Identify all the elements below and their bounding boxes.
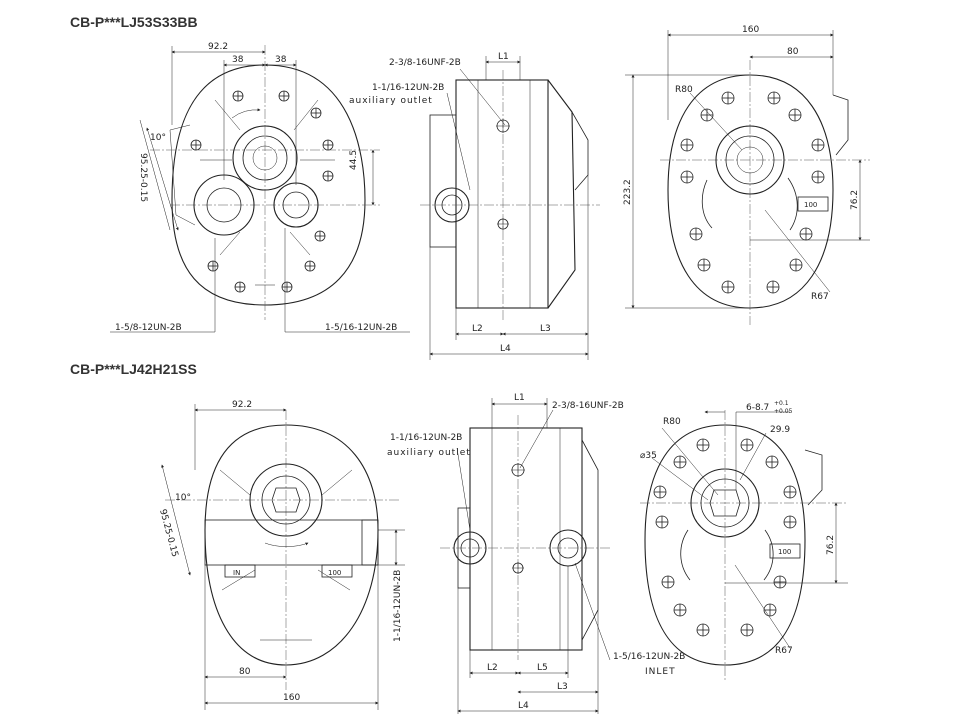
bottom-drawing-title: CB-P***LJ42H21SS	[70, 361, 197, 377]
top-front-port-right: 1-5/16-12UN-2B	[325, 323, 397, 333]
bottom-rear-dim-tol-lo: +0.05	[774, 408, 793, 415]
top-side-aux-port: 1-1/16-12UN-2B	[372, 83, 444, 93]
bottom-side-L3: L3	[557, 682, 568, 692]
bottom-front-view: IN 100 92.2 10° 95.25-0.15 1-1/16-12UN-2…	[157, 400, 405, 710]
bottom-side-L5: L5	[537, 663, 548, 673]
top-rear-dim-160: 160	[742, 25, 759, 35]
top-front-dim-95-25: 95.25-0.15	[138, 153, 148, 202]
bottom-rear-dim-29-9: 29.9	[770, 425, 790, 435]
bottom-side-aux-label: auxiliary outlet	[387, 448, 471, 458]
bottom-side-inlet-label: INLET	[645, 667, 676, 677]
bottom-side-port-top: 2-3/8-16UNF-2B	[552, 401, 624, 411]
bottom-side-L1: L1	[514, 393, 525, 403]
top-front-dim-38-left: 38	[232, 55, 244, 65]
top-side-L4: L4	[500, 344, 511, 354]
bottom-rear-dim-R67: R67	[775, 646, 793, 656]
bottom-side-L2: L2	[487, 663, 498, 673]
bottom-front-dim-95-25: 95.25-0.15	[157, 508, 179, 558]
bottom-front-dim-10deg: 10°	[175, 493, 191, 503]
top-side-aux-label: auxiliary outlet	[349, 96, 433, 106]
top-front-view: 92.2 38 38 10° 95.25-0.15 44.5 1-5/8-12U…	[110, 42, 410, 333]
bottom-front-dim-160: 160	[283, 693, 300, 703]
top-side-L3: L3	[540, 324, 551, 334]
top-rear-dim-223-2: 223.2	[623, 179, 633, 205]
bottom-rear-dim-tol-up: +0.1	[774, 400, 789, 407]
bottom-rear-dim-76-2: 76.2	[826, 535, 836, 555]
top-rear-dim-R80: R80	[675, 85, 693, 95]
bottom-front-port-vert: 1-1/16-12UN-2B	[393, 570, 403, 642]
bottom-rear-dim-spline: 6-8.7	[746, 403, 769, 413]
bottom-side-view: 2-3/8-16UNF-2B 1-1/16-12UN-2B auxiliary …	[387, 393, 685, 714]
top-drawing-title: CB-P***LJ53S33BB	[70, 14, 198, 30]
bottom-side-aux-port: 1-1/16-12UN-2B	[390, 433, 462, 443]
bottom-rear-dim-d35: ⌀35	[640, 451, 657, 461]
bottom-front-dim-80: 80	[239, 667, 251, 677]
top-front-port-left: 1-5/8-12UN-2B	[115, 323, 182, 333]
top-side-L2: L2	[472, 324, 483, 334]
top-side-port-top: 2-3/8-16UNF-2B	[389, 58, 461, 68]
top-side-view: 2-3/8-16UNF-2B 1-1/16-12UN-2B auxiliary …	[349, 52, 600, 360]
bottom-front-plate-right: 100	[328, 569, 341, 577]
top-rear-dim-80: 80	[787, 47, 799, 57]
bottom-rear-view: R80 ⌀35 6-8.7 +0.1 +0.05 29.9 76.2 R67 1…	[640, 400, 848, 680]
top-rear-dim-R67: R67	[811, 292, 829, 302]
top-rear-plate: 100	[804, 201, 817, 209]
top-front-dim-44-5: 44.5	[349, 150, 359, 170]
bottom-side-inlet-port: 1-5/16-12UN-2B	[613, 652, 685, 662]
bottom-rear-plate: 100	[778, 548, 791, 556]
bottom-side-L4: L4	[518, 701, 529, 711]
top-front-dim-10deg: 10°	[150, 133, 166, 143]
top-front-dim-92-2: 92.2	[208, 42, 228, 52]
bottom-front-dim-92-2: 92.2	[232, 400, 252, 410]
top-rear-dim-76-2: 76.2	[850, 190, 860, 210]
top-rear-view: 160 80 R80 223.2 76.2 R67 100	[623, 25, 870, 325]
bottom-front-plate-left: IN	[233, 569, 240, 577]
top-front-dim-38-right: 38	[275, 55, 287, 65]
bottom-rear-dim-R80: R80	[663, 417, 681, 427]
top-side-L1: L1	[498, 52, 509, 62]
